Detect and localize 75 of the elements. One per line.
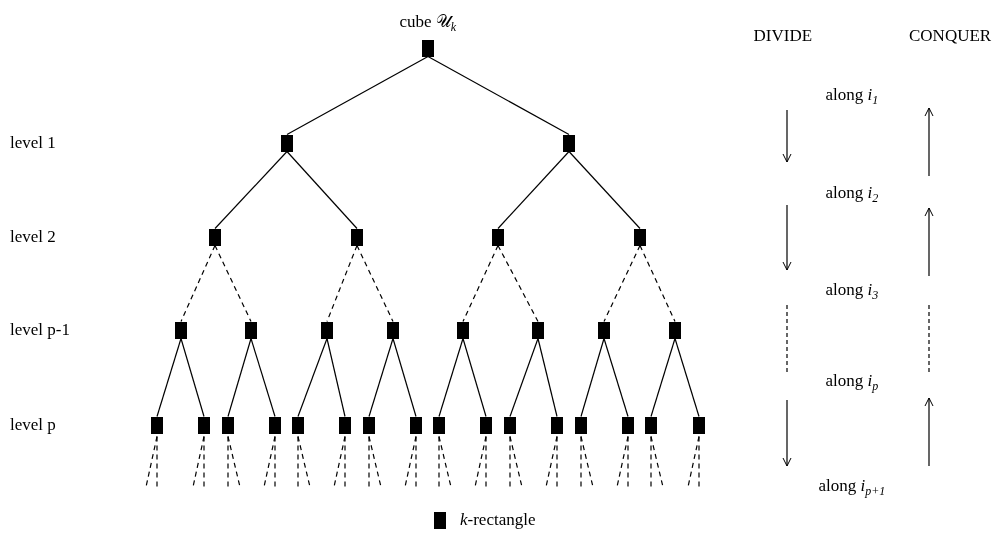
dashed-line (497, 244, 539, 323)
dashed-line (192, 435, 205, 488)
dashed-line (344, 435, 346, 488)
step-label: along i$_{3}$ (825, 279, 879, 304)
level-label: level 2 (10, 227, 56, 247)
dashed-line (556, 435, 558, 488)
dashed-line (650, 435, 664, 488)
tree-line (326, 337, 346, 418)
level-label: level p (10, 415, 56, 435)
dashed-line (274, 435, 276, 488)
dashed-line (687, 435, 700, 488)
tree-line (214, 150, 288, 230)
dashed-line (180, 244, 216, 323)
node-caption: cube 𝒰$_{k}$ (399, 11, 457, 36)
tree-line (568, 150, 641, 230)
level-label: level p-1 (10, 320, 70, 340)
step-label: along i$_{p}$ (825, 370, 879, 395)
dashed-line (485, 435, 487, 488)
level-label: level 1 (10, 133, 56, 153)
dashed-line (462, 244, 499, 323)
dashed-line (509, 435, 511, 488)
dashed-line (297, 435, 311, 488)
dashed-line (356, 244, 394, 323)
tree-line (462, 337, 487, 418)
step-label: along i$_{1}$ (825, 84, 879, 109)
dashed-line (616, 435, 629, 488)
legend-text: k-rectangle (460, 510, 536, 530)
dashed-line (650, 435, 652, 488)
dashed-line (214, 244, 252, 323)
tree-line (368, 337, 394, 418)
tree-line (650, 337, 676, 418)
tree-line (286, 150, 358, 230)
column-heading: CONQUER (909, 26, 992, 46)
dashed-line (438, 435, 440, 488)
tree-line (537, 337, 558, 418)
dashed-line (326, 244, 358, 323)
step-label: along i$_{2}$ (825, 182, 879, 207)
dashed-line (368, 435, 382, 488)
tree-line (603, 337, 629, 418)
dashed-line (580, 435, 594, 488)
dashed-line (603, 244, 641, 323)
tree-line (392, 337, 417, 418)
dashed-line (333, 435, 346, 488)
dashed-line (404, 435, 417, 488)
dashed-line (415, 435, 417, 488)
dashed-line (368, 435, 370, 488)
dashed-line (580, 435, 582, 488)
tree-line (250, 337, 276, 418)
tree-line (286, 55, 429, 136)
dashed-line (438, 435, 452, 488)
dashed-line (227, 435, 229, 488)
dashed-line (639, 244, 676, 323)
tree-line (438, 337, 464, 418)
column-heading: DIVIDE (753, 26, 813, 46)
tree-line (580, 337, 605, 418)
tree-line (509, 337, 539, 418)
dashed-line (509, 435, 523, 488)
tree-line (156, 337, 182, 418)
dashed-line (698, 435, 700, 488)
tree-line (497, 150, 570, 230)
dashed-line (227, 435, 241, 488)
dashed-line (474, 435, 487, 488)
tree-line (180, 337, 205, 418)
step-label: along i$_{p+1}$ (818, 475, 886, 500)
dashed-line (145, 435, 158, 488)
tree-line (297, 337, 328, 418)
dashed-line (545, 435, 558, 488)
tree-line (674, 337, 700, 418)
dashed-line (627, 435, 629, 488)
tree-line (227, 337, 252, 418)
dashed-line (156, 435, 158, 488)
dashed-line (297, 435, 299, 488)
dashed-line (263, 435, 276, 488)
tree-line (427, 55, 570, 136)
dashed-line (203, 435, 205, 488)
